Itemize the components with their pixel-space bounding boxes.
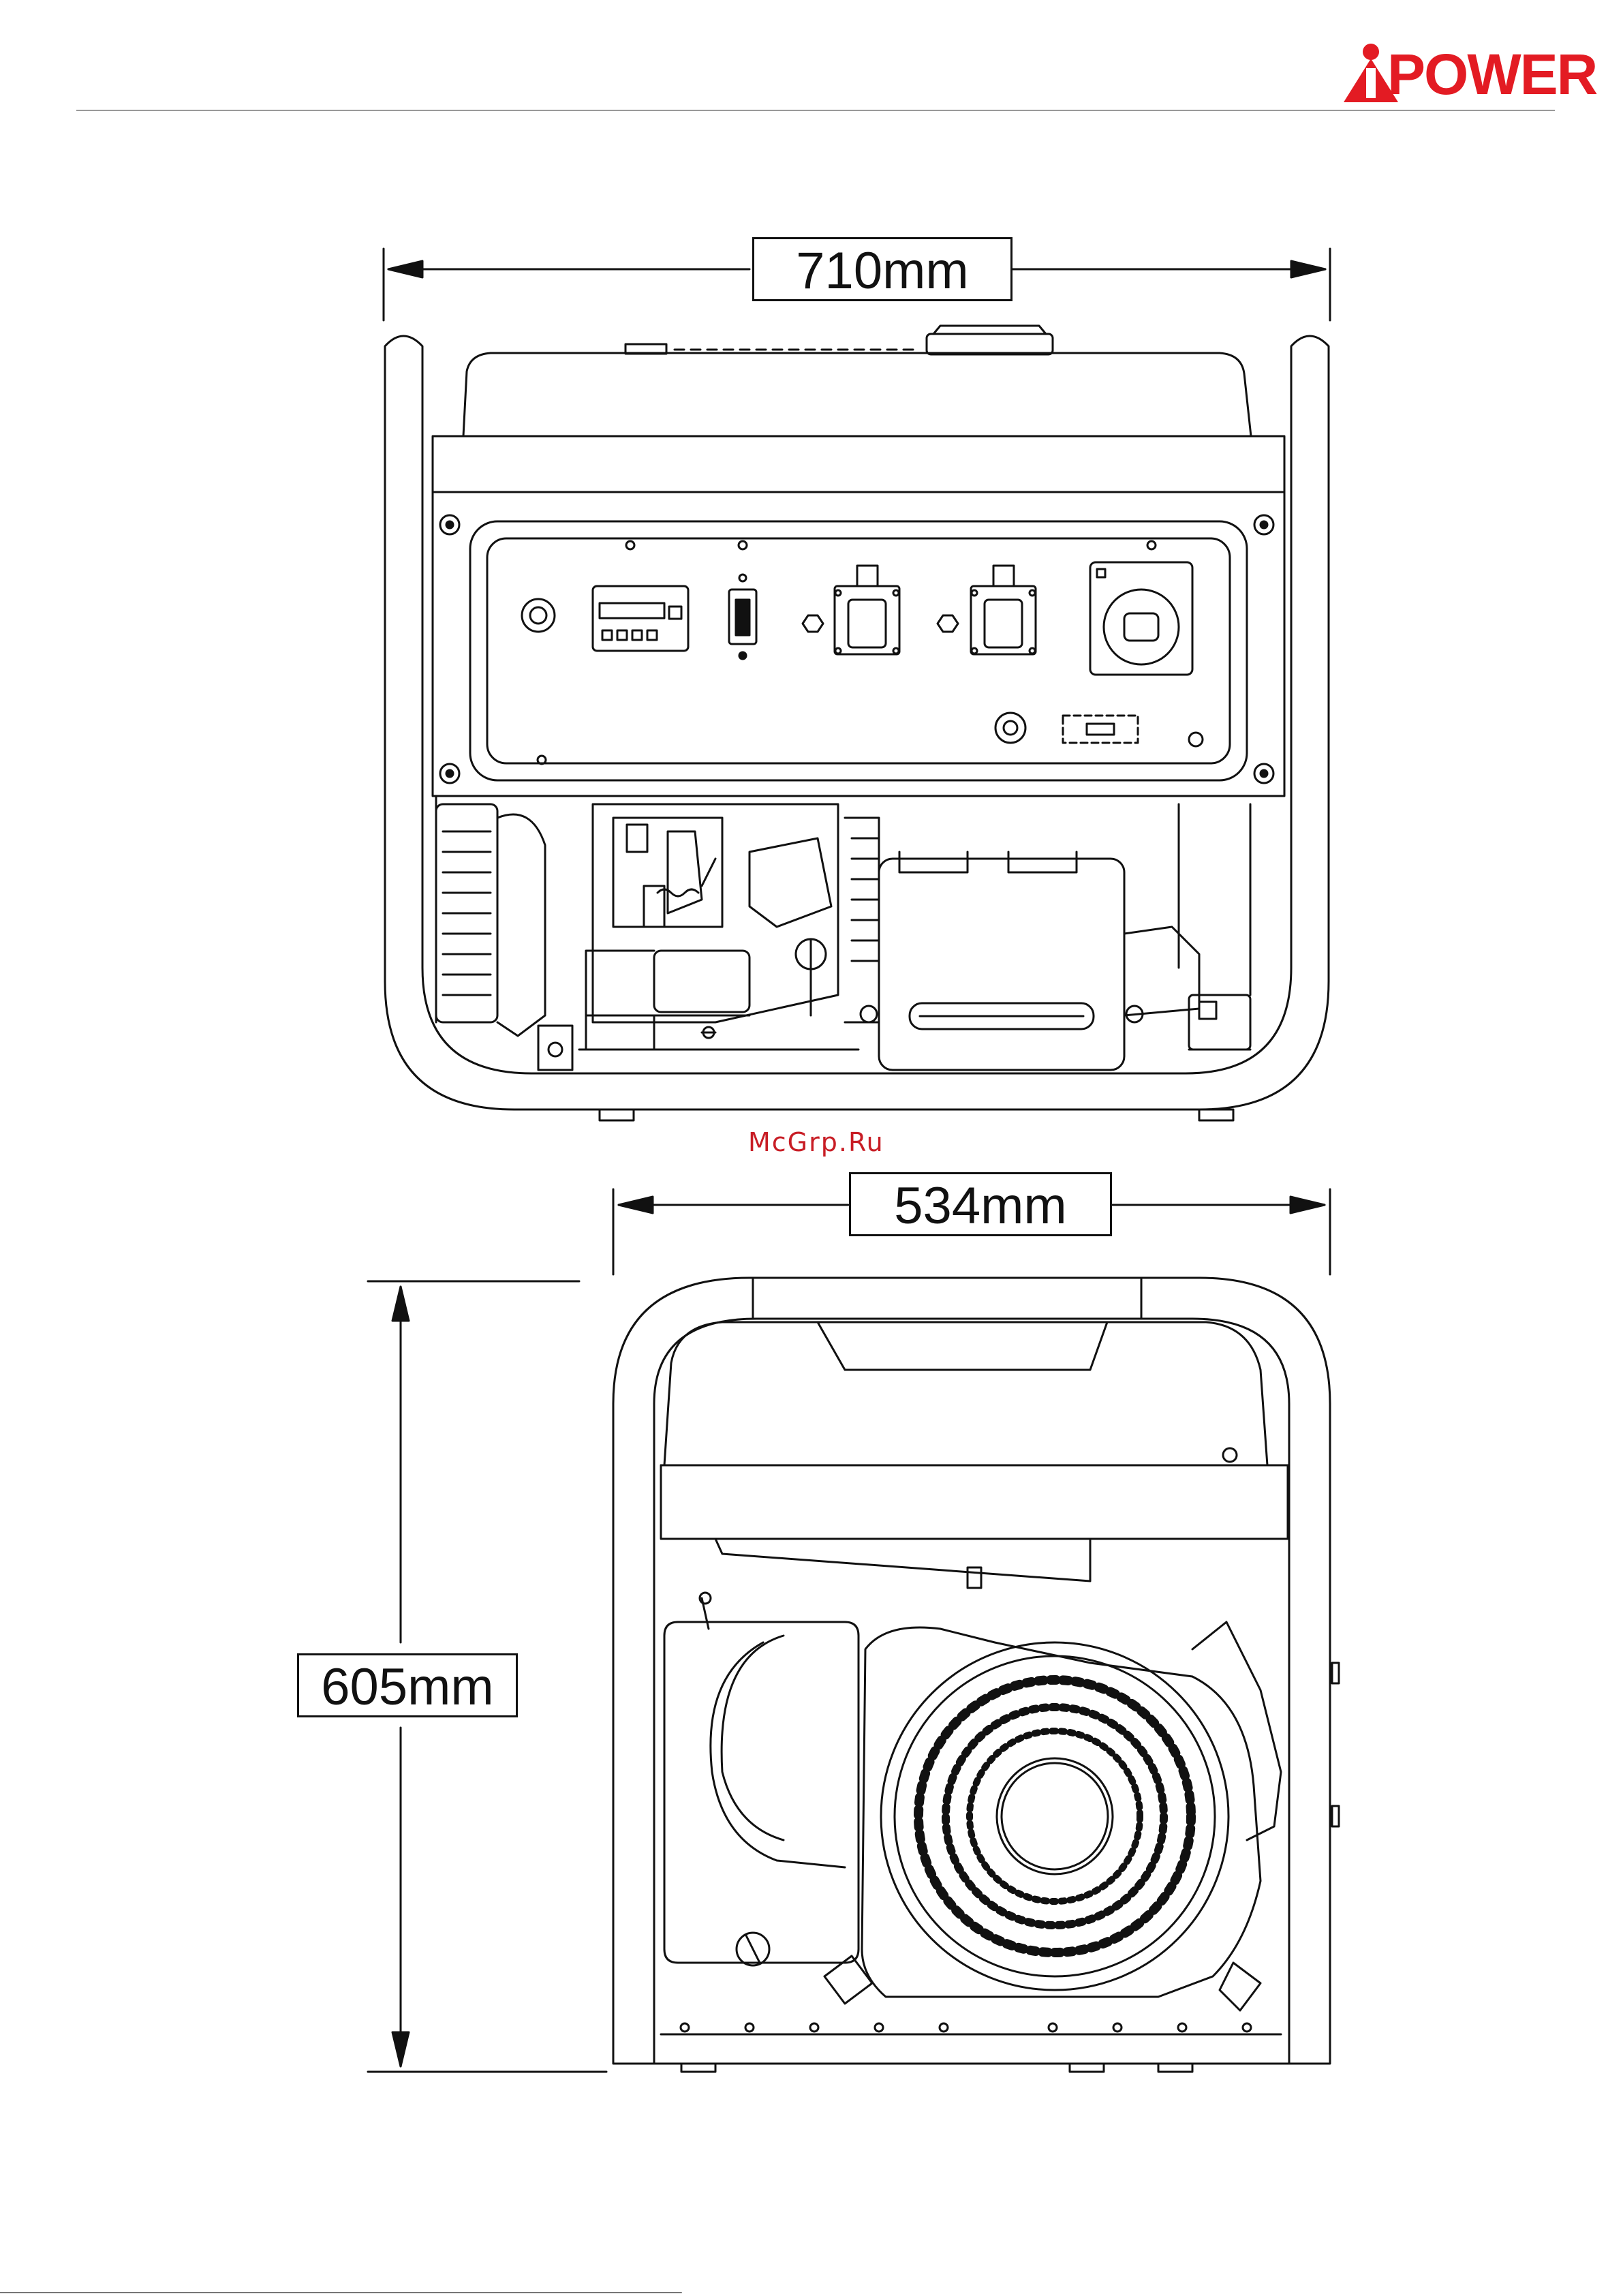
ac-socket-2-icon — [938, 566, 1036, 654]
engine-compartment-front — [436, 796, 879, 1070]
dc-outlet-icon — [995, 713, 1025, 743]
base-bolt-icons — [681, 2023, 1251, 2032]
fuel-tank-side — [664, 1322, 1267, 1465]
control-panel — [470, 521, 1247, 780]
dimension-label-width: 710mm — [752, 237, 1013, 301]
watermark-text: McGrp.Ru — [748, 1127, 884, 1157]
usb-port-icon — [1063, 716, 1138, 743]
muffler-front — [1124, 804, 1250, 1050]
dimension-label-depth: 534mm — [849, 1172, 1112, 1236]
alternator-front — [861, 852, 1143, 1070]
ac-socket-1-icon — [803, 566, 899, 654]
panel-screw-icons — [440, 515, 1273, 783]
fuel-tank-front — [463, 353, 1251, 436]
ignition-switch-icon — [522, 599, 555, 632]
side-roll-frame — [613, 1278, 1330, 2064]
dimension-label-height: 605mm — [297, 1653, 518, 1717]
side-view — [368, 1189, 1339, 2072]
air-filter-box-side — [664, 1622, 859, 1965]
front-view — [384, 249, 1330, 1120]
recoil-starter-icon — [862, 1627, 1261, 1997]
industrial-socket-icon — [1090, 562, 1192, 675]
front-roll-frame — [385, 336, 1329, 1109]
fuel-cap — [927, 334, 1053, 354]
